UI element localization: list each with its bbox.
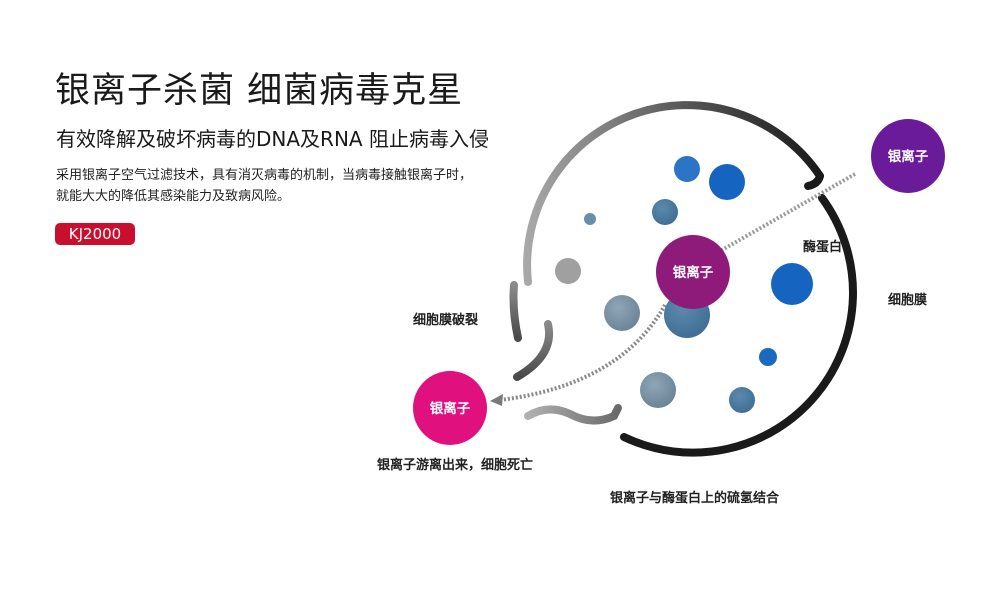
label-enzyme: 酶蛋白 <box>803 239 842 255</box>
broken-membrane-piece-lower <box>513 320 553 381</box>
label-ion-escape: 银离子游离出来，细胞死亡 <box>377 457 533 473</box>
broken-membrane-wavy <box>524 404 622 425</box>
blue-dot <box>759 348 777 366</box>
label-membrane: 细胞膜 <box>888 292 927 308</box>
description-text: 采用银离子空气过滤技术，具有消灭病毒的机制，当病毒接触银离子时，就能大大的降低其… <box>56 168 473 204</box>
grey-blue-dot <box>729 387 755 413</box>
cell-membrane-hook <box>804 172 824 190</box>
blue-dot <box>771 263 813 305</box>
blue-dot <box>709 164 745 200</box>
page-subtitle: 有效降解及破坏病毒的DNA及RNA 阻止病毒入侵 <box>56 127 489 151</box>
silver-ion-center <box>656 235 730 309</box>
grey-dot <box>604 295 640 331</box>
model-badge: KJ2000 <box>55 223 135 245</box>
grey-dot <box>584 213 596 225</box>
label-ion-bind: 银离子与酶蛋白上的硫氢结合 <box>610 490 780 506</box>
grey-dot <box>640 372 676 408</box>
cell-membrane-right <box>620 194 857 457</box>
silver-ion-escaped <box>413 371 487 445</box>
page-title: 银离子杀菌 细菌病毒克星 <box>55 71 464 111</box>
ion-escape-arrowhead <box>490 394 503 406</box>
blue-dot <box>674 156 700 182</box>
silver-ion-center-label: 银离子 <box>673 264 714 281</box>
silver-ion-outer <box>871 119 945 193</box>
silver-ion-outer-label: 银离子 <box>888 148 929 165</box>
broken-membrane-piece-upper <box>509 281 522 342</box>
grey-blue-dot <box>652 199 678 225</box>
ion-escape-path <box>499 304 667 402</box>
cell-membrane-arc <box>523 101 824 286</box>
label-membrane-rupture: 细胞膜破裂 <box>413 312 479 328</box>
grey-dot <box>555 258 581 284</box>
silver-ion-escaped-label: 银离子 <box>430 400 471 417</box>
ion-entry-path <box>721 172 856 252</box>
